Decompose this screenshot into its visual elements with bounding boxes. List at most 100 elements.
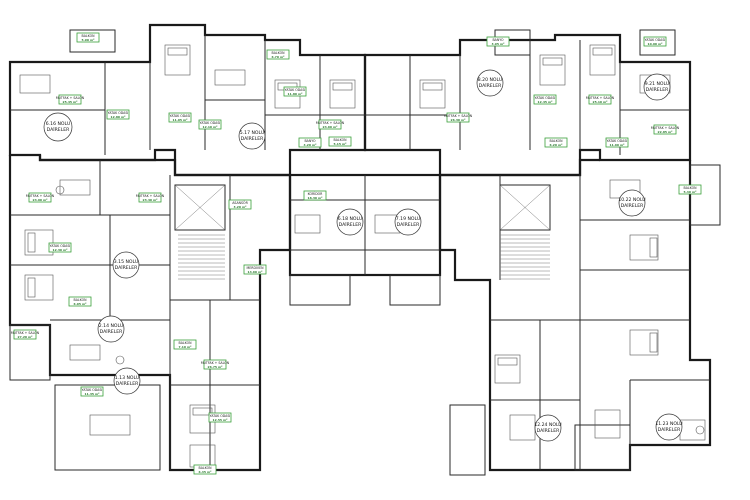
svg-text:DAİRELER: DAİRELER <box>116 380 140 387</box>
room-name: MUTFAK + SALON <box>56 96 85 100</box>
svg-text:DAİRELER: DAİRELER <box>537 427 561 434</box>
room-name: KORİDOR <box>308 191 324 196</box>
room-area: 12.30 m² <box>53 248 69 252</box>
room-area: 6.45 m² <box>199 470 213 474</box>
svg-text:6.18 NOLU: 6.18 NOLU <box>338 216 362 222</box>
room-area: 4.20 m² <box>304 143 318 147</box>
svg-text:1.13 NOLU: 1.13 NOLU <box>115 375 139 381</box>
room-name: MUTFAK + SALON <box>201 361 230 365</box>
room-name: YATAK ODASI <box>535 96 556 100</box>
room-area: 3.20 m² <box>234 205 248 209</box>
svg-text:DAİRELER: DAİRELER <box>100 328 124 335</box>
svg-text:DAİRELER: DAİRELER <box>658 426 682 433</box>
room-area: 26.30 m² <box>451 118 467 122</box>
room-name: BALKON <box>74 298 88 302</box>
interior-walls <box>10 35 710 470</box>
room-area: 5.40 m² <box>684 190 698 194</box>
svg-text:DAİRELER: DAİRELER <box>397 221 421 228</box>
room-area: 24.60 m² <box>323 125 339 129</box>
room-name: BALKON <box>684 186 698 190</box>
room-name: BALKON <box>179 341 193 345</box>
svg-text:DAİRELER: DAİRELER <box>115 264 139 271</box>
room-name: BALKON <box>334 138 348 142</box>
room-area: 23.40 m² <box>143 198 159 202</box>
room-name: YATAK ODASI <box>607 139 628 143</box>
room-area: 12.45 m² <box>538 100 554 104</box>
room-area: 26.75 m² <box>208 365 224 369</box>
svg-text:DAİRELER: DAİRELER <box>646 86 670 93</box>
room-area: 24.90 m² <box>33 198 49 202</box>
room-name: MERDİVEN <box>247 265 265 270</box>
room-area: 18.30 m² <box>308 196 324 200</box>
room-name: MUTFAK + SALON <box>11 331 40 335</box>
room-area: 6.70 m² <box>272 55 286 59</box>
room-area: 6.20 m² <box>550 143 564 147</box>
room-area: 12.55 m² <box>213 418 229 422</box>
room-area: 12.10 m² <box>203 125 219 129</box>
room-name: YATAK ODASI <box>200 121 221 125</box>
svg-text:2.14 NOLU: 2.14 NOLU <box>99 323 123 329</box>
svg-text:11.23 NOLU: 11.23 NOLU <box>655 421 682 427</box>
room-name: MUTFAK + SALON <box>444 114 473 118</box>
room-name: BALKON <box>272 51 286 55</box>
room-name: YATAK ODASI <box>82 388 103 392</box>
svg-text:6.16 NOLU: 6.16 NOLU <box>46 121 70 127</box>
svg-text:DAİRELER: DAİRELER <box>479 82 503 89</box>
room-area: 12.80 m² <box>111 115 127 119</box>
room-name: ASANSÖR <box>232 200 248 205</box>
room-name: BANYO <box>492 38 504 42</box>
room-area: 22.85 m² <box>658 130 674 134</box>
room-name: YATAK ODASI <box>170 114 191 118</box>
svg-text:3.15 NOLU: 3.15 NOLU <box>114 259 138 265</box>
room-name: BALKON <box>550 139 564 143</box>
room-name: BANYO <box>304 139 316 143</box>
room-area: 25.10 m² <box>593 100 609 104</box>
room-area: 7.10 m² <box>179 345 193 349</box>
room-area: 10.90 m² <box>648 42 664 46</box>
room-area: 11.05 m² <box>173 118 189 122</box>
stair-core-west <box>174 184 226 280</box>
stair-core-east <box>499 184 551 280</box>
room-area: 27.20 m² <box>18 335 34 339</box>
room-area: 25.45 m² <box>63 100 79 104</box>
room-area: 11.35 m² <box>85 392 101 396</box>
svg-text:8.20 NOLU: 8.20 NOLU <box>478 77 502 83</box>
svg-text:DAİRELER: DAİRELER <box>47 126 71 133</box>
svg-text:9.21 NOLU: 9.21 NOLU <box>645 81 669 87</box>
room-name: YATAK ODASI <box>108 111 129 115</box>
room-area: 11.60 m² <box>610 143 626 147</box>
room-name: BALKON <box>199 466 213 470</box>
room-name: BALKON <box>82 34 96 38</box>
